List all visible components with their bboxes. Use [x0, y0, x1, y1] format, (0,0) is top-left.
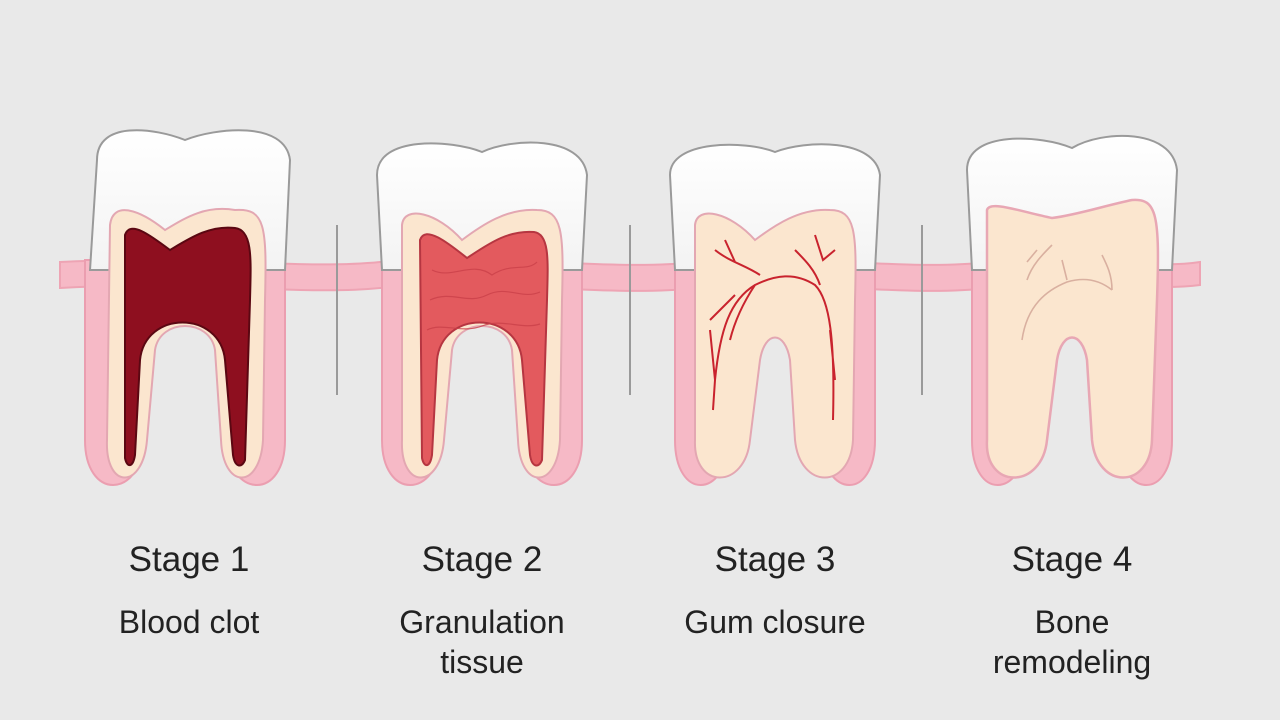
stage-description: Bone remodeling: [992, 604, 1152, 680]
granulation-texture: [426, 261, 541, 331]
stage-caption-4: Stage 4 Bone remodeling: [942, 540, 1202, 682]
blood-clot: [124, 226, 252, 467]
stage-title: Stage 2: [421, 540, 543, 579]
tooth-stage-1: [84, 129, 292, 486]
blood-vessels: [709, 234, 836, 421]
stage-description: Blood clot: [118, 604, 260, 640]
tooth-stage-2: [375, 141, 589, 486]
stage-title: Stage 1: [128, 540, 250, 579]
stage-title: Stage 3: [714, 540, 836, 579]
stage-title: Stage 4: [1011, 540, 1133, 579]
tooth-stage-3: [668, 143, 882, 486]
stage-caption-1: Stage 1 Blood clot: [59, 540, 319, 642]
stage-caption-3: Stage 3 Gum closure: [645, 540, 905, 642]
remodeled-bone: [985, 198, 1160, 479]
stage-description: Granulation tissue: [399, 604, 565, 680]
stage-description: Gum closure: [684, 604, 866, 640]
granulation-tissue: [418, 230, 549, 467]
stage-caption-2: Stage 2 Granulation tissue: [352, 540, 612, 682]
tooth-stage-4: [965, 134, 1179, 486]
faint-vessels: [1021, 244, 1113, 341]
